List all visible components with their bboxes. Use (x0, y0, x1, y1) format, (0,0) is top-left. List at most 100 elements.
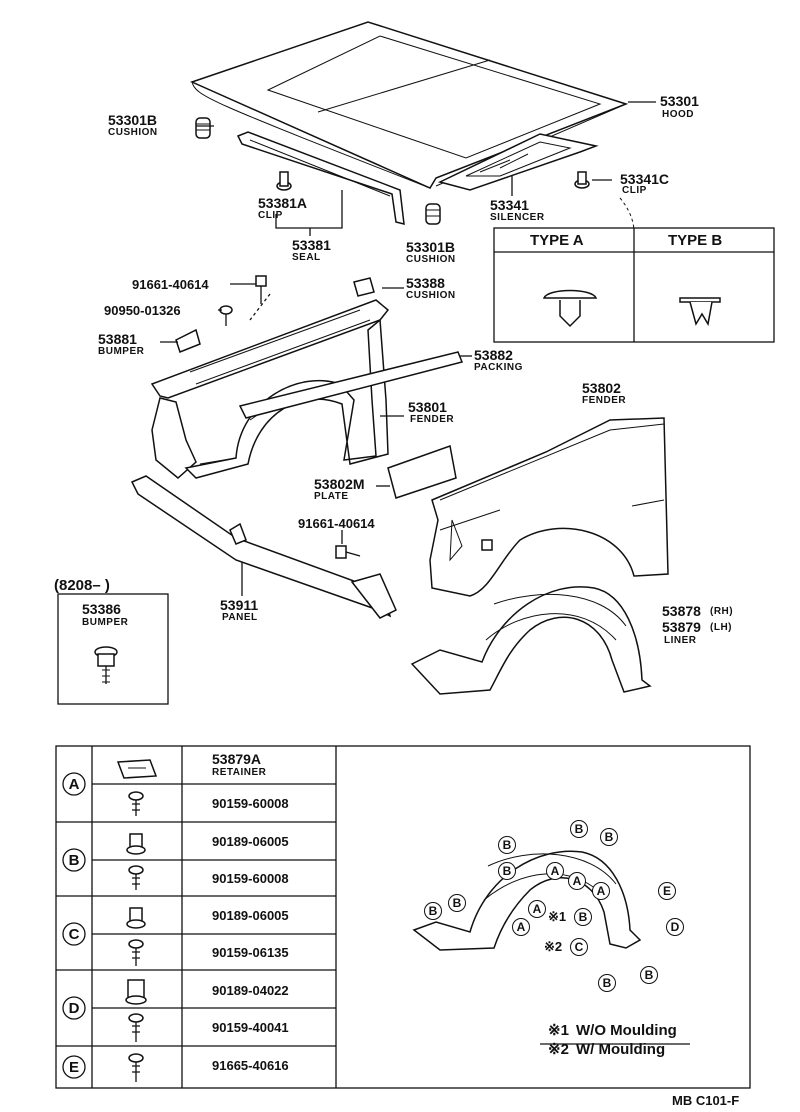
part-number-53341: 53341 (490, 197, 529, 213)
plate-drawing (387, 444, 457, 499)
mark-2: ※2 (544, 939, 563, 954)
part-name-cushion: CUSHION (406, 290, 456, 301)
bolt-drawing (335, 545, 361, 559)
bumper-box (57, 593, 169, 705)
part-number-53381a: 53381A (258, 195, 308, 211)
part-name-clip: CLIP (622, 185, 647, 196)
part-number-91665-40616: 91665-40616 (212, 1058, 289, 1073)
fender-drawing (429, 417, 669, 597)
screw-icon (128, 939, 144, 966)
callout-b: B (570, 820, 588, 838)
panel-drawing (130, 475, 397, 619)
note-2-text: W/ Moulding (576, 1041, 666, 1058)
callout-a: A (568, 872, 586, 890)
part-name-bumper: BUMPER (98, 346, 145, 357)
part-number-53341c: 53341C (620, 171, 670, 187)
callout-b: B (600, 828, 618, 846)
part-number-53802m: 53802M (314, 476, 365, 492)
date-range: (8208– ) (54, 577, 110, 594)
group-letter-c: C (68, 925, 80, 943)
bumper-drawing (175, 328, 201, 353)
bolt-drawing (255, 275, 267, 304)
cushion-drawing (195, 117, 211, 139)
part-number-53879a: 53879A (212, 751, 262, 767)
diagram-code: MB C101-F (672, 1093, 740, 1108)
part-name-retainer: RETAINER (212, 767, 267, 778)
callout-b: B (574, 908, 592, 926)
group-letter-d: D (68, 999, 80, 1017)
part-number-53388: 53388 (406, 275, 445, 291)
liner-drawing (410, 586, 652, 695)
part-number-90159-60008: 90159-60008 (212, 871, 289, 886)
clip-drawing (574, 171, 612, 189)
type-a-header: TYPE A (530, 232, 584, 249)
screw-icon (128, 1013, 144, 1042)
part-number-90950-01326: 90950-01326 (104, 303, 181, 318)
part-name-plate: PLATE (314, 491, 349, 502)
group-letter-b: B (68, 851, 80, 869)
callout-b: B (498, 862, 516, 880)
cushion-drawing (353, 277, 375, 297)
callout-b: B (498, 836, 516, 854)
part-name-hood: HOOD (662, 109, 694, 120)
part-side-lh: (LH) (710, 622, 732, 633)
callout-b: B (598, 974, 616, 992)
part-number-90159-60008: 90159-60008 (212, 796, 289, 811)
part-name-bumper: BUMPER (82, 617, 129, 628)
screw-icon (128, 791, 144, 816)
part-number-91661-40614: 91661-40614 (132, 277, 209, 292)
part-number-53911: 53911 (220, 597, 259, 613)
part-name-cushion: CUSHION (406, 254, 456, 265)
screw-icon (128, 1053, 144, 1082)
part-number-53881: 53881 (98, 331, 137, 347)
group-letter-a: A (68, 775, 80, 793)
cushion-drawing (425, 203, 441, 225)
part-name-clip: CLIP (258, 210, 283, 221)
clip-drawing (276, 171, 292, 191)
part-name-panel: PANEL (222, 612, 258, 623)
nut-icon (126, 907, 146, 929)
callout-b: B (424, 902, 442, 920)
callout-a: A (528, 900, 546, 918)
screw-drawing (219, 305, 233, 326)
note-1-text: W/O Moulding (576, 1022, 677, 1039)
nut-icon (125, 979, 147, 1005)
callout-b: B (448, 894, 466, 912)
part-number-53381: 53381 (292, 237, 331, 253)
type-b-header: TYPE B (668, 232, 723, 249)
part-number-53301: 53301 (660, 93, 699, 109)
retainer-icon (116, 759, 158, 779)
seal-drawing (236, 131, 405, 225)
nut-icon (126, 833, 146, 855)
part-number-90159-06135: 90159-06135 (212, 945, 289, 960)
part-name-fender: FENDER (410, 414, 455, 425)
callout-a: A (512, 918, 530, 936)
clip-type-table (493, 227, 775, 343)
part-number-90189-06005: 90189-06005 (212, 834, 289, 849)
mark-1: ※1 (548, 909, 567, 924)
callout-a: A (546, 862, 564, 880)
note-2-mark: ※2 (548, 1041, 569, 1058)
part-side-rh: (RH) (710, 606, 734, 617)
screw-icon (128, 865, 144, 890)
part-number-53802: 53802 (582, 380, 621, 396)
callout-b: B (640, 966, 658, 984)
part-number-53878: 53878 (662, 603, 701, 619)
part-number-53879: 53879 (662, 619, 701, 635)
part-name-packing: PACKING (474, 362, 523, 373)
part-number-53386: 53386 (82, 601, 121, 617)
part-name-fender: FENDER (582, 395, 627, 406)
part-number-90189-06005: 90189-06005 (212, 908, 289, 923)
callout-d: D (666, 918, 684, 936)
fastener-table-grid (55, 745, 751, 1089)
callout-a: A (592, 882, 610, 900)
group-letter-e: E (68, 1058, 79, 1076)
part-number-53801: 53801 (408, 399, 447, 415)
part-name-liner: LINER (664, 635, 697, 646)
note-1-mark: ※1 (548, 1022, 569, 1039)
part-number-90189-04022: 90189-04022 (212, 983, 289, 998)
part-number-53301b: 53301B (406, 239, 456, 255)
part-number-91661-40614: 91661-40614 (298, 516, 375, 531)
callout-c: C (570, 938, 588, 956)
